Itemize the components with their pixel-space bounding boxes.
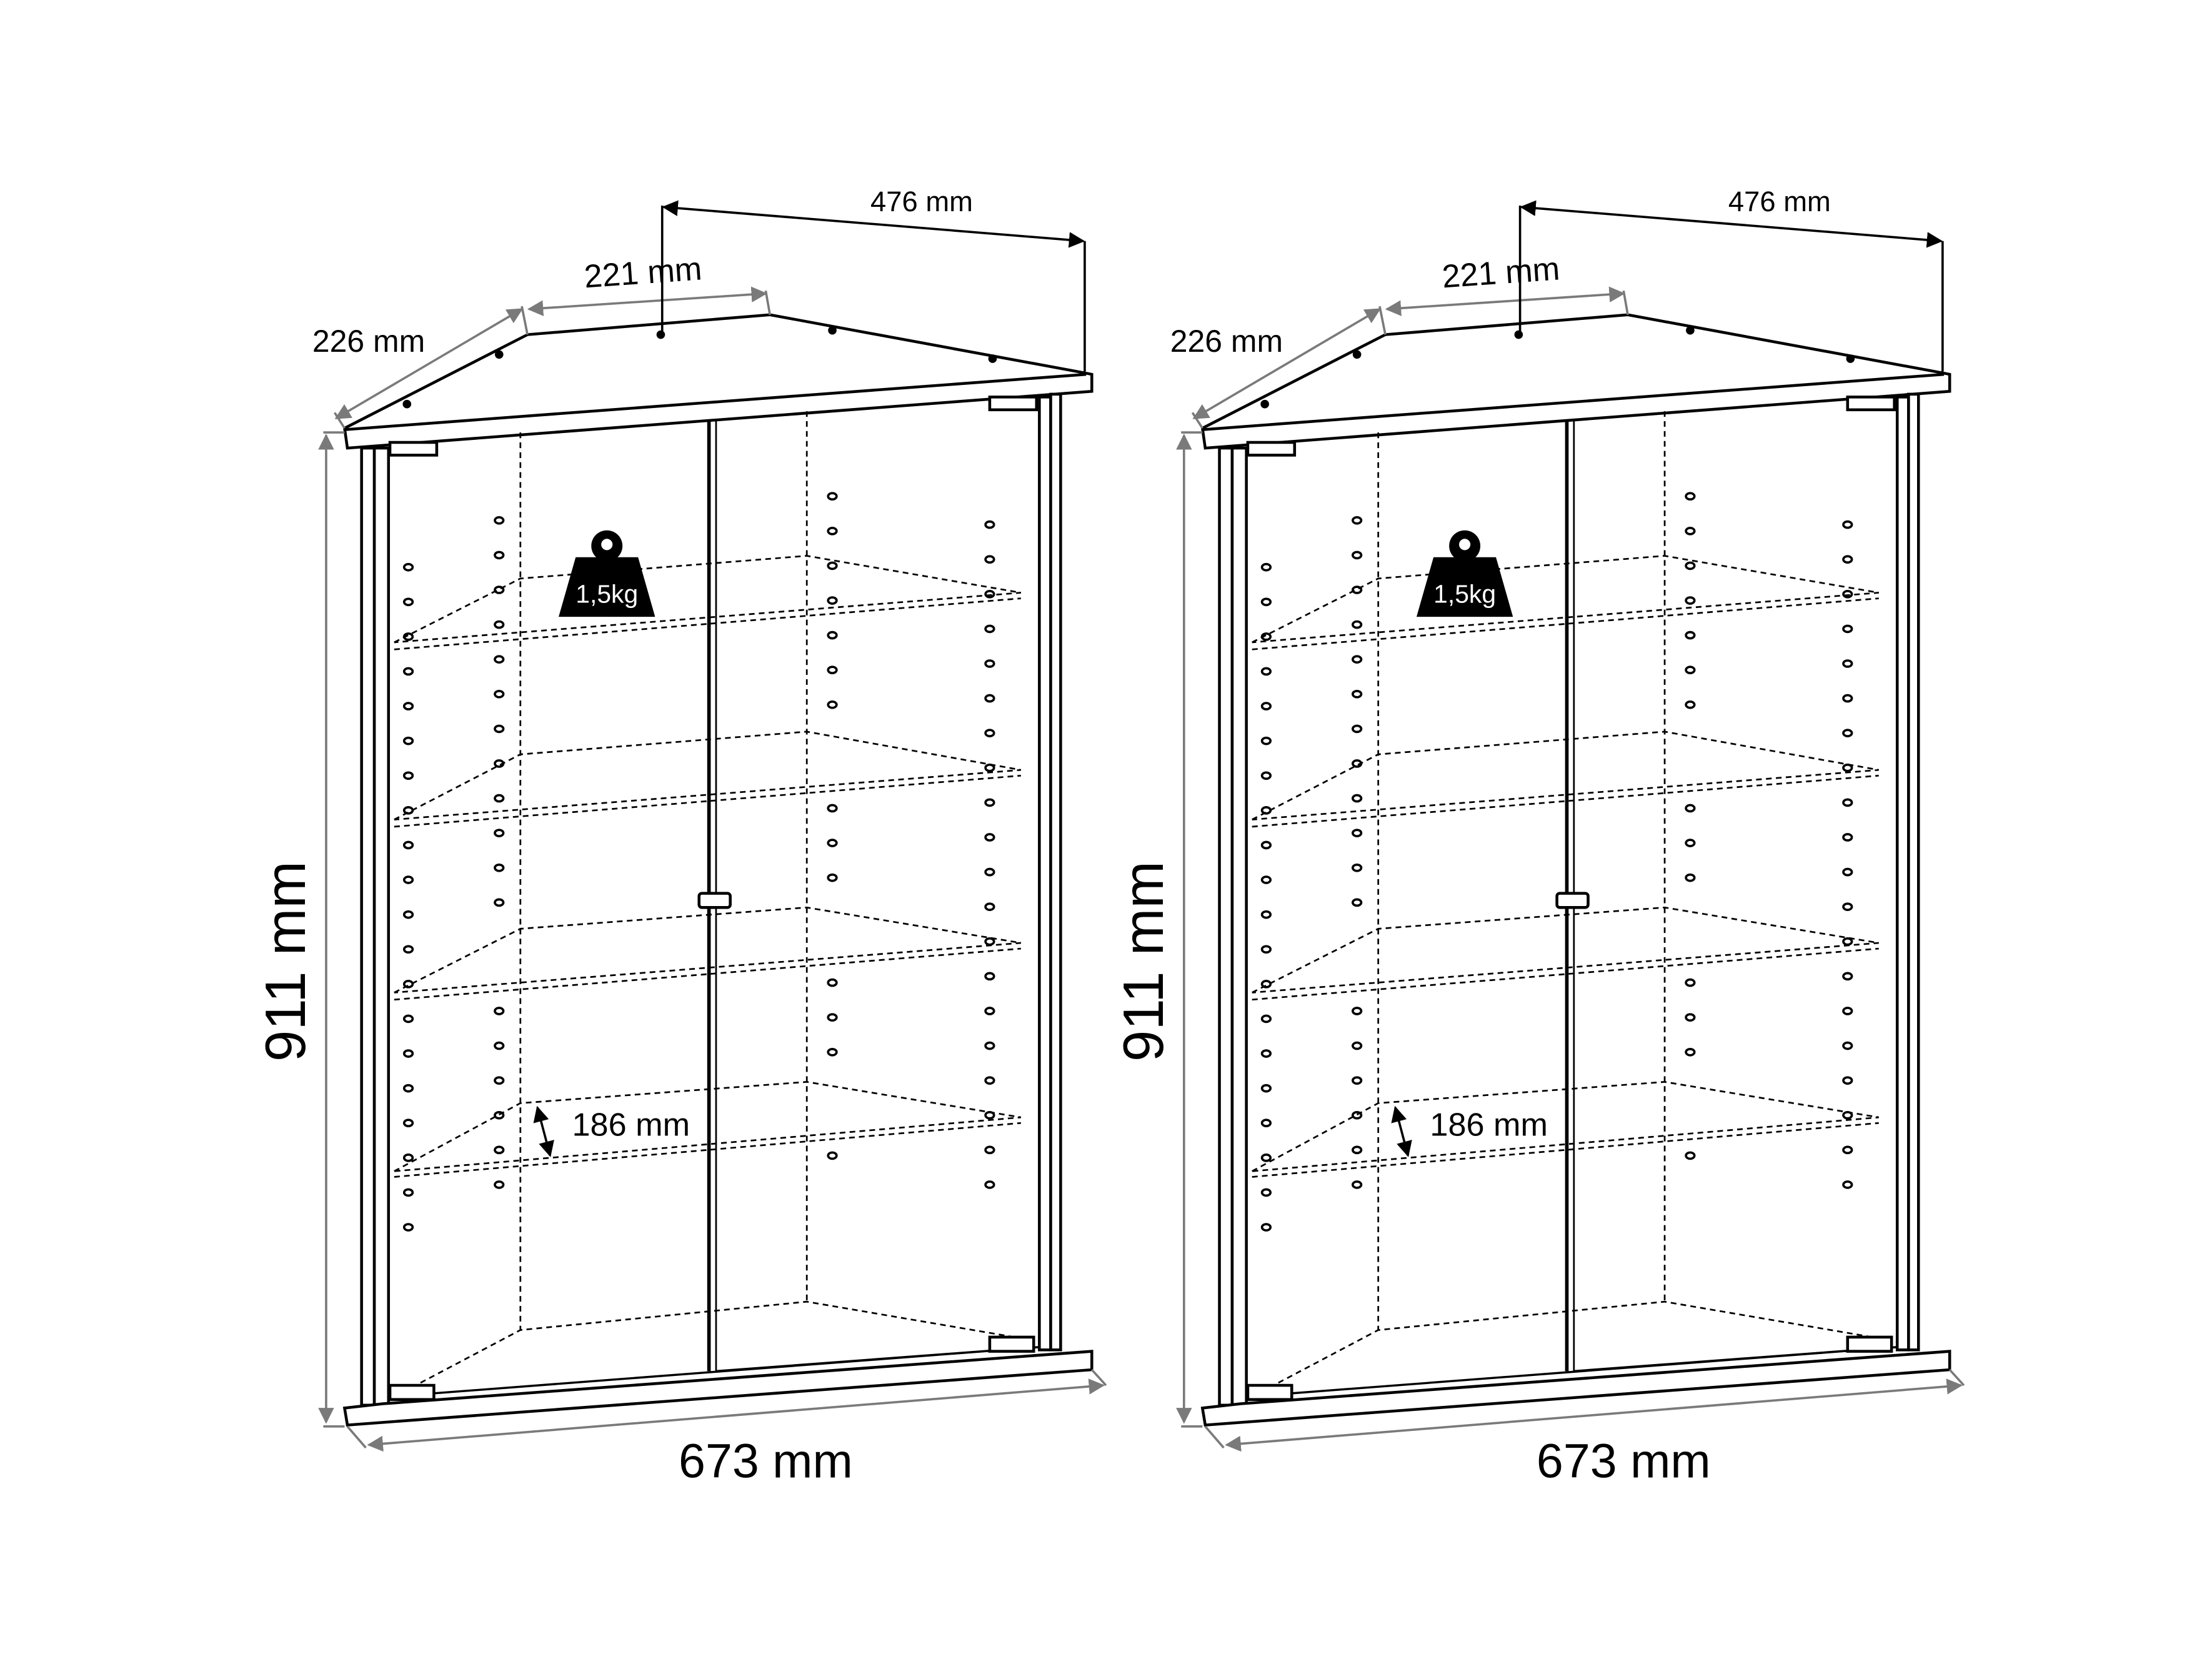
shelf-spacing-label: 186 mm bbox=[1430, 1107, 1548, 1143]
labels-right: 911 mm 673 mm 226 mm 221 mm 476 mm 186 m… bbox=[1112, 186, 1831, 1488]
width-label: 673 mm bbox=[679, 1435, 853, 1488]
cabinet-view-left bbox=[323, 206, 1106, 1448]
cabinet-view-right bbox=[1181, 206, 1964, 1448]
side-label: 226 mm bbox=[1170, 324, 1283, 359]
height-label: 911 mm bbox=[254, 861, 317, 1062]
front-label: 221 mm bbox=[1441, 251, 1561, 295]
side-label: 226 mm bbox=[312, 324, 425, 359]
front-label: 221 mm bbox=[583, 251, 703, 295]
weight-label: 1,5kg bbox=[1433, 579, 1496, 608]
weight-label: 1,5kg bbox=[575, 579, 638, 608]
labels-left: 911 mm 673 mm 226 mm 221 mm 476 mm 186 m… bbox=[254, 186, 973, 1488]
height-label: 911 mm bbox=[1112, 861, 1175, 1062]
depth-label: 476 mm bbox=[1728, 186, 1831, 217]
width-label: 673 mm bbox=[1537, 1435, 1711, 1488]
depth-label: 476 mm bbox=[870, 186, 973, 217]
shelf-spacing-label: 186 mm bbox=[572, 1107, 690, 1143]
